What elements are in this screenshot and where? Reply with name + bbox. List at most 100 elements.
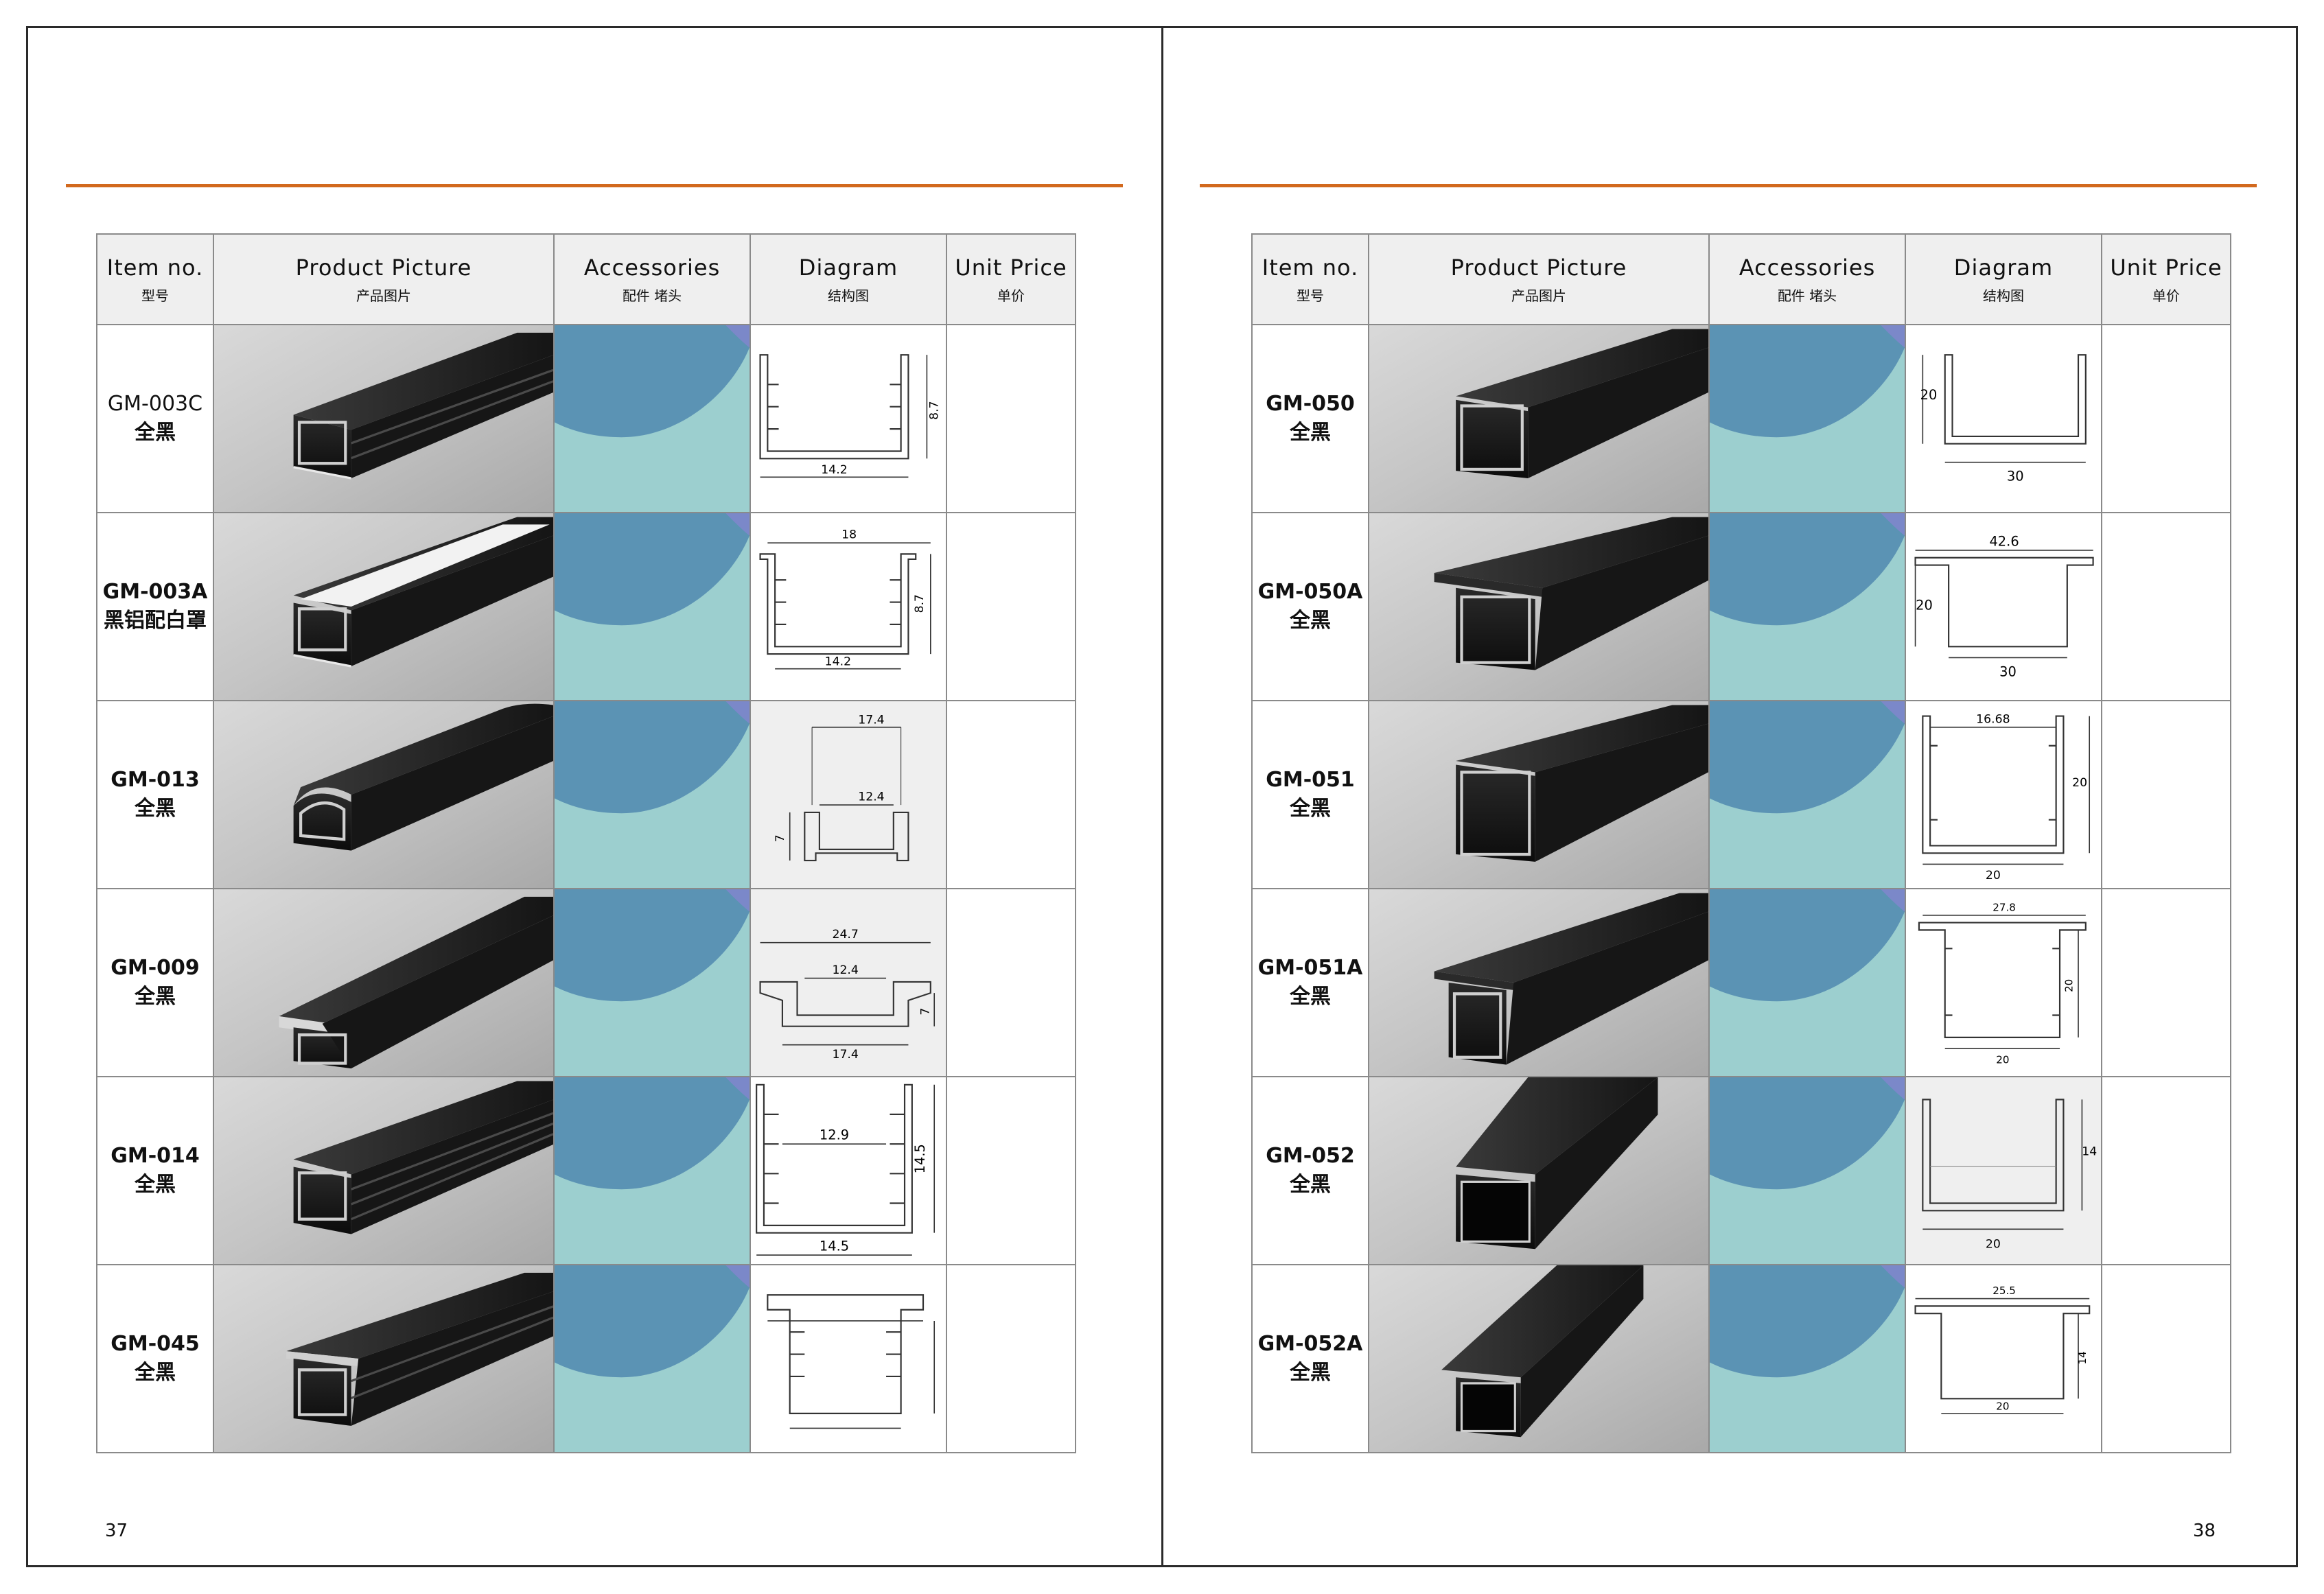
- item-color: 全黑: [1290, 421, 1331, 445]
- dim-label: 8.7: [928, 401, 942, 419]
- diagram-cell: 27.8 20 20: [1905, 888, 2102, 1077]
- dim-label: 17.4: [832, 1048, 858, 1062]
- unit-price-cell: [946, 1264, 1076, 1453]
- accessory-image: [1708, 512, 1906, 701]
- unit-price-cell: [946, 1076, 1076, 1265]
- accessory-image: [1708, 1264, 1906, 1453]
- dim-label: 18: [841, 528, 857, 542]
- dim-label: 27.8: [1992, 901, 2016, 913]
- dim-label: 7: [919, 1008, 933, 1016]
- dim-label: 17.4: [858, 713, 884, 727]
- product-picture: [1368, 1076, 1710, 1265]
- unit-price-cell: [2101, 324, 2231, 513]
- end-cap-image: [1710, 1077, 1905, 1264]
- accessory-image: [553, 1264, 751, 1453]
- dim-label: 24.7: [832, 928, 858, 941]
- accessory-image: [1708, 324, 1906, 513]
- diagram-cell: 42.6 20 30: [1905, 512, 2102, 701]
- dim-label: 12.9: [820, 1127, 849, 1143]
- item-color: 全黑: [1290, 985, 1331, 1009]
- item-color: 全黑: [1290, 797, 1331, 821]
- diagram-cell: 24.7 12.4 17.4 7: [750, 888, 947, 1077]
- diagram-cell: 14 20: [1905, 1076, 2102, 1265]
- profile-photo: [1369, 1077, 1708, 1264]
- item-color: 全黑: [135, 985, 176, 1009]
- cross-section-diagram: 18 14.2 8.7: [759, 528, 931, 670]
- item-cell: GM-051A 全黑: [1251, 888, 1369, 1077]
- item-code: GM-045: [111, 1332, 200, 1356]
- dim-label: 7: [774, 834, 787, 842]
- accessory-image: [553, 888, 751, 1077]
- profile-photo: [1369, 889, 1708, 1076]
- accessory-image: [1708, 700, 1906, 889]
- dim-label: 14: [2082, 1145, 2097, 1158]
- profile-photo: [214, 889, 553, 1076]
- product-picture: [1368, 1264, 1710, 1453]
- dim-label: 14.5: [912, 1144, 928, 1173]
- item-color: 全黑: [1290, 1361, 1331, 1385]
- unit-price-cell: [946, 324, 1076, 513]
- item-color: 全黑: [1290, 1173, 1331, 1197]
- product-picture: [1368, 512, 1710, 701]
- profile-photo: [1369, 325, 1708, 512]
- cross-section-diagram: 20 30: [1920, 354, 2087, 484]
- unit-price-cell: [2101, 512, 2231, 701]
- item-code: GM-050A: [1257, 580, 1363, 604]
- item-code: GM-051A: [1257, 956, 1363, 980]
- table-row: GM-013 全黑: [96, 700, 1076, 889]
- unit-price-cell: [2101, 888, 2231, 1077]
- dim-label: 20: [2062, 979, 2075, 992]
- cross-section-diagram: 42.6 20 30: [1914, 533, 2094, 679]
- item-color: 全黑: [135, 797, 176, 821]
- unit-price-cell: [2101, 1264, 2231, 1453]
- accessory-image: [1708, 888, 1906, 1077]
- profile-photo: [214, 513, 553, 700]
- product-picture: [213, 324, 555, 513]
- profile-photo: [1369, 1265, 1708, 1452]
- diagram-cell: 12.9 14.5 14.5: [750, 1076, 947, 1265]
- page-number: 37: [105, 1521, 128, 1541]
- end-cap-image: [1710, 889, 1905, 1076]
- table-row: GM-051A 全黑: [1251, 888, 2231, 1077]
- diagram-cell: 14.2 8.7: [750, 324, 947, 513]
- item-code: GM-003C: [107, 392, 203, 416]
- product-picture: [213, 888, 555, 1077]
- cross-section-diagram: 17.4 12.4 7: [774, 713, 909, 862]
- dim-label: 16.68: [1976, 712, 2010, 726]
- dim-label: 14: [2076, 1351, 2089, 1364]
- end-cap-image: [555, 701, 750, 888]
- product-picture: [213, 700, 555, 889]
- cross-section-diagram: 12.9 14.5 14.5: [756, 1083, 936, 1256]
- end-cap-image: [555, 889, 750, 1076]
- item-code: GM-003A: [102, 580, 208, 604]
- product-picture: [213, 1076, 555, 1265]
- item-code: GM-052: [1266, 1144, 1355, 1168]
- dim-label: 20: [1916, 597, 1933, 613]
- diagram-cell: 20 30: [1905, 324, 2102, 513]
- page-number: 38: [2193, 1521, 2216, 1541]
- accessory-image: [553, 1076, 751, 1265]
- cross-section-diagram: 16.68 20 20: [1922, 712, 2091, 882]
- item-code: GM-013: [111, 768, 200, 792]
- profile-photo: [214, 325, 553, 512]
